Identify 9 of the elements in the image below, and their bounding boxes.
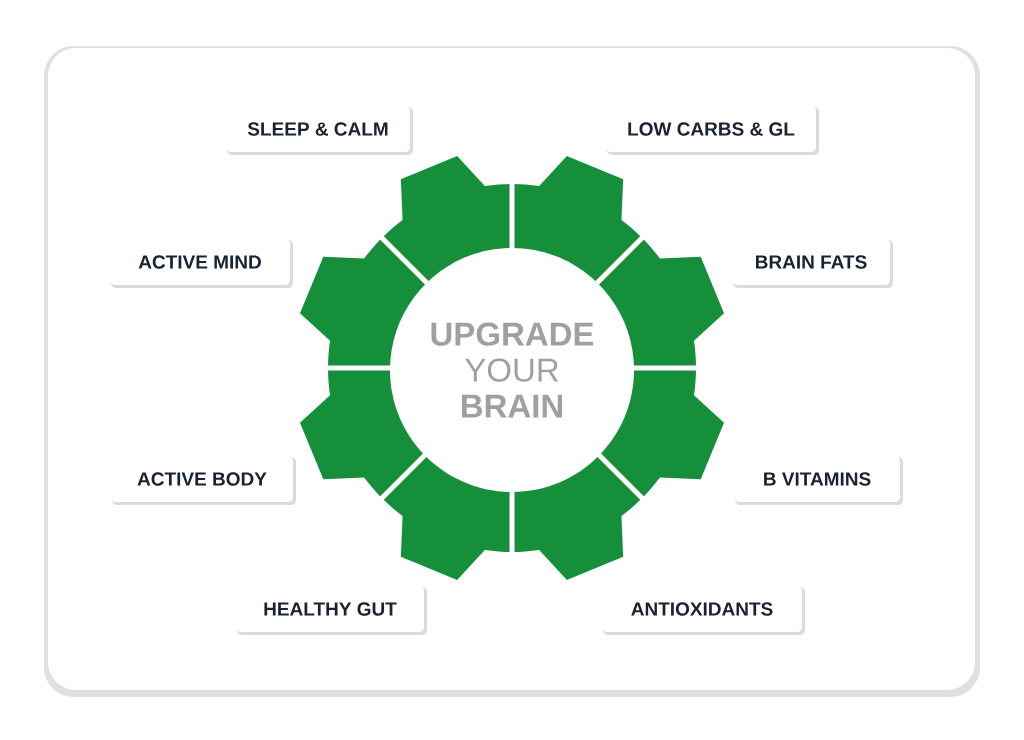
label-box: ACTIVE BODY [111,456,296,505]
node-label: UPGRADE YOUR BRAIN [431,322,594,418]
label-box: ANTIOXIDANTS [602,586,805,635]
label-box: LOW CARBS & GL [606,106,819,155]
label-box: ACTIVE MIND [110,239,293,288]
label-box: SLEEP & CALM [226,106,413,155]
label-box: B VITAMINS [734,456,903,505]
label-box: BRAIN FATS [732,239,893,288]
label-box: HEALTHY GUT [236,586,427,635]
